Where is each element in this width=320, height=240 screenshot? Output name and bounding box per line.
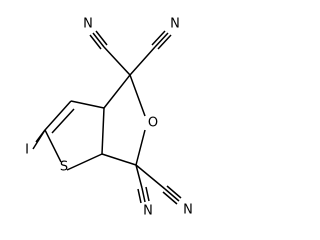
triple-cn2-a [154,32,169,48]
bond-c4-o [129,74,146,117]
bond-c4-cn2 [129,46,156,76]
nitrile-nitrogen-3-label: N [143,204,153,219]
triple-cn3-a [141,187,146,203]
bond-c2-c3 [44,100,72,131]
bond-c3-c3a [70,100,105,109]
bond-c6-cn4 [135,164,166,190]
bond-c2-c3-inner [51,108,75,134]
bond-s-c2 [44,129,62,163]
nitrile-nitrogen-2-label: N [170,17,180,32]
oxygen-label: O [148,116,158,131]
oxygen-label-bg [147,116,159,130]
triple-cn1-a [92,32,105,48]
nitrile-nitrogen-4-label: N [183,203,193,218]
triple-cn2-c [157,34,172,50]
bond-c4-cn1 [103,46,131,76]
sulfur-label: S [60,160,68,175]
triple-cn4-a [164,188,180,202]
bond-c3a-c6a [101,107,105,155]
bond-c6a-s [66,153,103,171]
bond-c2-i [35,129,46,143]
iodine-label: I [25,143,29,158]
triple-cn3-c [145,186,150,202]
molecule-drawing: I S O N N N N [25,17,193,219]
bond-c6-cn3 [135,164,143,189]
triple-cn1-c [95,30,108,46]
triple-cn4-c [166,185,182,199]
bond-o-c6 [135,129,146,166]
triple-cn1-b [89,34,102,50]
bond-c6-c6a [101,153,137,166]
structure-diagram: I S O N N N N [25,17,193,219]
triple-cn3-b [137,188,142,204]
nitrile-nitrogen-1-label: N [83,17,93,32]
triple-cn4-b [162,191,178,205]
triple-cn2-b [151,30,166,46]
bond-c3a-c4 [103,74,131,109]
